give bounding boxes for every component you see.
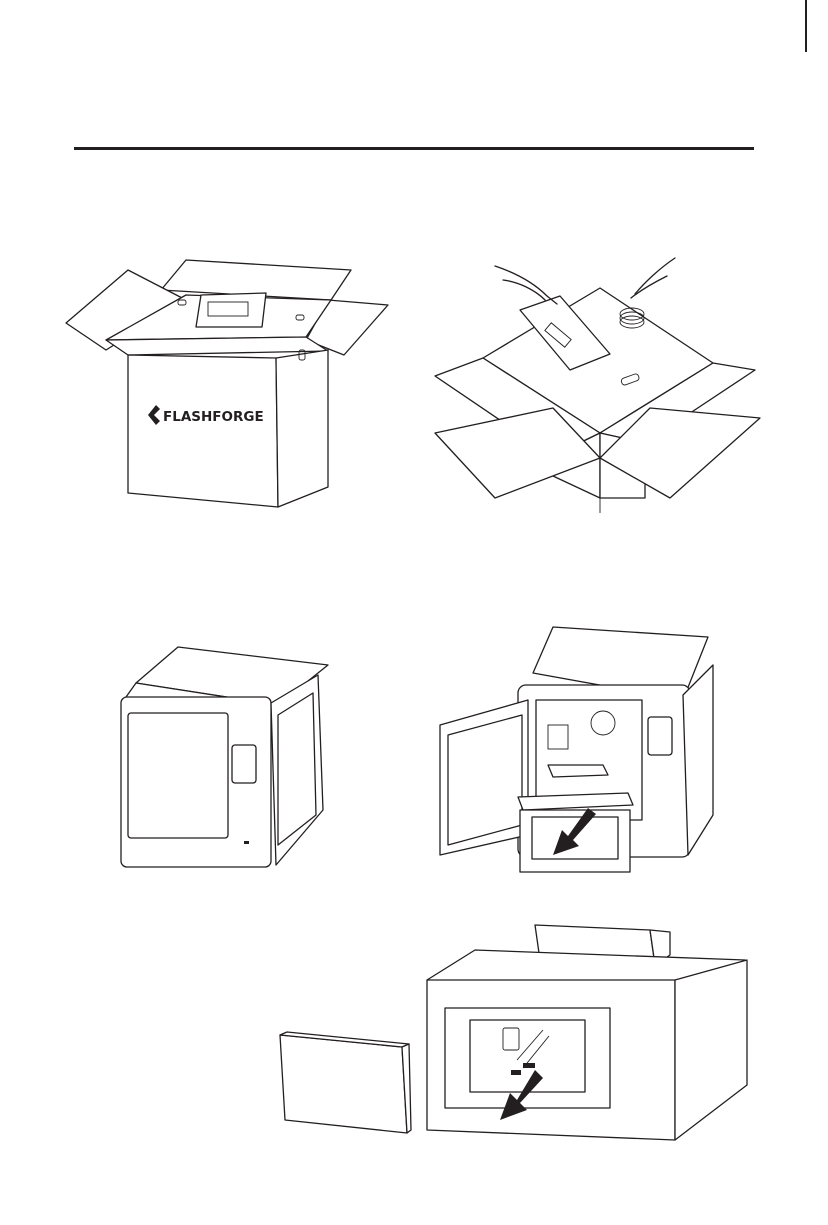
open-carton-illustration: FLASHFORGE <box>66 255 396 515</box>
tool-kit-illustration <box>425 920 750 1145</box>
foam-piece-illustration <box>277 1030 412 1140</box>
section-rule <box>74 147 754 150</box>
remove-accessories-illustration <box>435 258 760 513</box>
brand-text: FLASHFORGE <box>163 409 264 425</box>
crop-mark <box>805 0 807 52</box>
pull-foam-illustration <box>438 625 718 875</box>
printer-illustration <box>118 645 328 870</box>
